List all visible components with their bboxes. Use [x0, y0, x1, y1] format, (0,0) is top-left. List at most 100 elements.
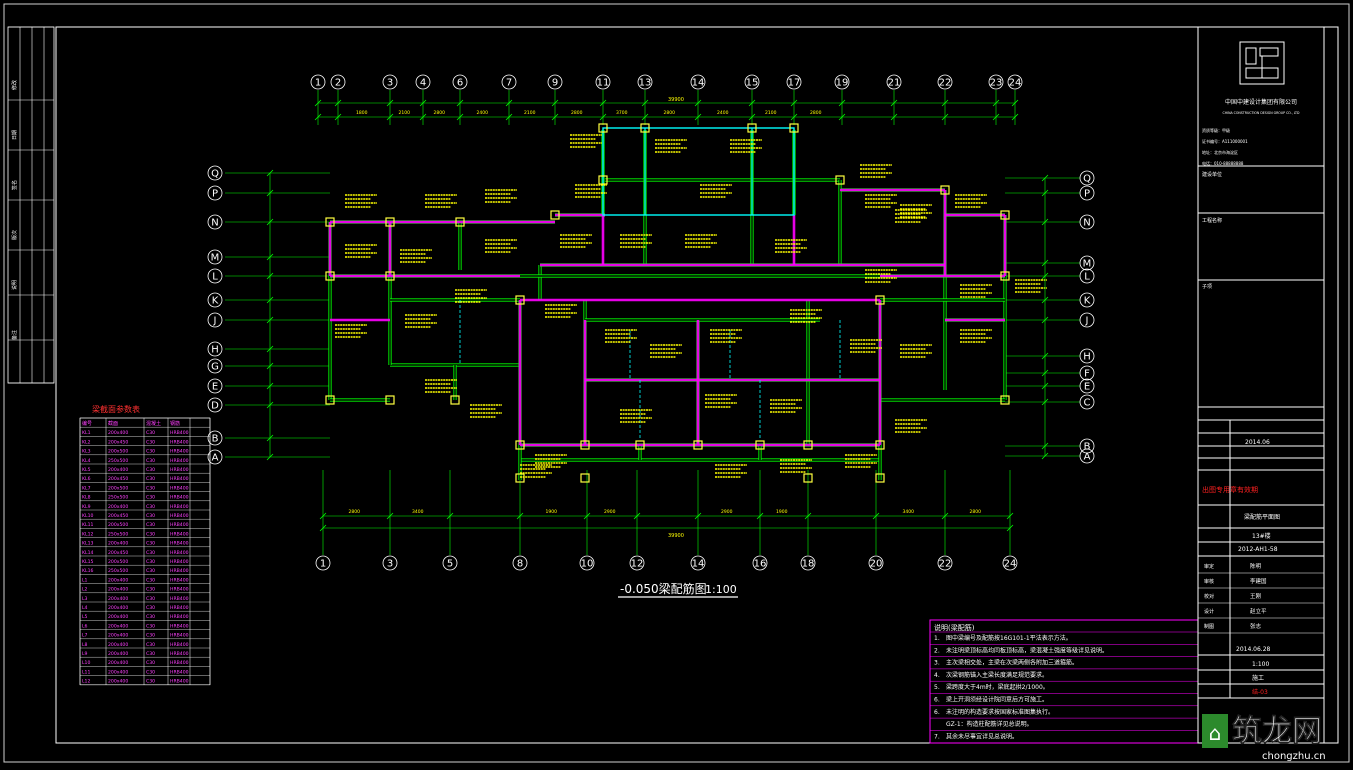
axis-bubble-right-M: M [1079, 255, 1095, 271]
legend-cell-18-2: C30 [146, 596, 155, 602]
dim-top-total-tick-7 [599, 99, 607, 107]
column-13 [385, 271, 395, 281]
legend-cell-6-0: KL7 [82, 485, 91, 491]
legend-cell-2-0: KL3 [82, 449, 91, 455]
axis-bubble-bottom-24-circle [1002, 555, 1018, 571]
legend-cell-8-0: KL9 [82, 504, 91, 510]
beam-annotation-25 [455, 289, 487, 303]
legend-cell-3-2: C30 [146, 458, 155, 464]
legend-cell-23-3: HRB400 [170, 642, 189, 648]
revision-strip-label-0: 修改 [11, 80, 18, 90]
dim-side-1-tick-10 [1041, 398, 1049, 406]
dim-bottom-parts-tick-3 [516, 512, 524, 520]
dim-bottom-parts-tick-10 [941, 512, 949, 520]
beam-annotation-21 [960, 284, 992, 298]
legend-cell-7-2: C30 [146, 495, 155, 501]
axis-bubble-top-15: 15 [744, 74, 760, 90]
dim-top-parts-tick-12 [838, 113, 846, 121]
legend-cell-13-1: 200x450 [108, 550, 128, 556]
legend-cell-2-1: 200x500 [108, 449, 128, 455]
note-text-4: 梁跨度大于4m时，梁底起拱2/1000。 [946, 683, 1049, 691]
legend-cell-14-1: 200x500 [108, 559, 128, 565]
legend-cell-19-3: HRB400 [170, 605, 189, 611]
axis-bubble-top-22-circle [937, 74, 953, 90]
watermark-logo-glyph: ⌂ [1209, 721, 1222, 745]
legend-cell-11-2: C30 [146, 531, 155, 537]
cert-line-0: 资质等级：甲级 [1202, 127, 1230, 133]
note-text-0: 图中梁编号及配筋按16G101-1平法表示方法。 [946, 634, 1072, 642]
axis-bubble-left-B-circle [207, 430, 223, 446]
axis-bubble-bottom-5-label: 5 [447, 559, 453, 570]
company-name-en: CHINA CONSTRUCTION DESIGN GROUP CO., LTD [1223, 111, 1300, 115]
column-6 [747, 123, 757, 133]
stage-value: 施工 [1252, 674, 1264, 682]
dim-top-parts-tick-1 [334, 113, 342, 121]
dim-top-parts-tick-10 [748, 113, 756, 121]
axis-bubble-bottom-20: 20 [868, 555, 884, 571]
axis-bubble-left-L-circle [207, 268, 223, 284]
axis-bubble-bottom-14-label: 14 [692, 559, 705, 570]
dim-bottom-parts-tick-6 [694, 512, 702, 520]
note-text-7: GZ-1：构造柱配筋详见总说明。 [946, 720, 1033, 728]
legend-cell-14-2: C30 [146, 559, 155, 565]
dim-bottom-parts-tick-9 [872, 512, 880, 520]
legend-cell-27-3: HRB400 [170, 679, 189, 685]
axis-bubble-left-A: A [207, 449, 223, 465]
beam-annotation-28 [650, 344, 682, 358]
axis-bubble-right-Q-label: Q [1083, 174, 1091, 185]
revision-strip-label-4: 说明 [11, 280, 18, 290]
axis-bubble-bottom-1-circle [315, 555, 331, 571]
axis-bubble-bottom-18-label: 18 [802, 559, 815, 570]
axis-bubble-left-B: B [207, 430, 223, 446]
dim-side-0-tick-10 [266, 401, 274, 409]
beam-annotation-43 [780, 459, 812, 473]
axis-bubble-bottom-8-label: 8 [517, 559, 523, 570]
legend-cell-22-3: HRB400 [170, 633, 189, 639]
cert-line-1: 证书编号：A111000001 [1202, 138, 1248, 144]
legend-cell-17-1: 200x400 [108, 587, 128, 593]
dim-top-text-4: 2100 [524, 110, 536, 116]
axis-bubble-top-4-label: 4 [420, 78, 426, 89]
legend-cell-17-0: L2 [82, 587, 88, 593]
axis-bubble-left-B-label: B [212, 434, 219, 445]
dim-top-total-tick-14 [941, 99, 949, 107]
axis-bubble-bottom-22-circle [937, 555, 953, 571]
axis-bubble-bottom-10: 10 [579, 555, 595, 571]
legend-cell-16-3: HRB400 [170, 577, 189, 583]
legend-cell-25-2: C30 [146, 660, 155, 666]
beam-annotation-44 [520, 464, 552, 478]
axis-bubble-top-13-circle [637, 74, 653, 90]
legend-cell-21-3: HRB400 [170, 623, 189, 629]
axis-bubble-left-P-label: P [212, 189, 218, 200]
dim-bottom-text-7: 2800 [970, 509, 982, 515]
axis-bubble-left-A-circle [207, 449, 223, 465]
dim-bottom-parts-tick-5 [633, 512, 641, 520]
axis-bubble-right-A-label: A [1084, 452, 1091, 463]
column-24 [755, 440, 765, 450]
legend-title: 梁截面参数表 [92, 404, 140, 414]
dim-top-parts-tick-4 [456, 113, 464, 121]
dim-side-0-tick-3 [266, 253, 274, 261]
axis-bubble-right-P-circle [1079, 185, 1095, 201]
note-text-3: 次梁钢筋锚入主梁长度满足规范要求。 [946, 671, 1048, 679]
legend-cell-20-1: 200x400 [108, 614, 128, 620]
axis-bubble-top-15-label: 15 [746, 78, 759, 89]
axis-bubble-right-M-label: M [1083, 259, 1092, 270]
dim-bottom-total-text: 39900 [668, 533, 684, 539]
dim-top-total-tick-15 [992, 99, 1000, 107]
note-text-1: 未注明梁顶标高均同板顶标高，梁混凝土强度等级详见说明。 [946, 646, 1108, 654]
project-label: 工程名称 [1202, 217, 1222, 224]
beam-annotation-29 [710, 329, 742, 343]
dim-bottom-text-0: 2800 [349, 509, 361, 515]
axis-bubble-top-4-circle [415, 74, 431, 90]
dim-bottom-text-4: 2900 [721, 509, 733, 515]
legend-header-0: 编号 [82, 420, 92, 427]
axis-bubble-bottom-24-label: 24 [1004, 559, 1017, 570]
legend-cell-13-3: HRB400 [170, 550, 189, 556]
axis-bubble-bottom-18: 18 [800, 555, 816, 571]
legend-cell-0-3: HRB400 [170, 430, 189, 436]
dim-bottom-parts-tick-11 [1006, 512, 1014, 520]
column-23 [693, 440, 703, 450]
legend-cell-8-3: HRB400 [170, 504, 189, 510]
legend-cell-24-3: HRB400 [170, 651, 189, 657]
